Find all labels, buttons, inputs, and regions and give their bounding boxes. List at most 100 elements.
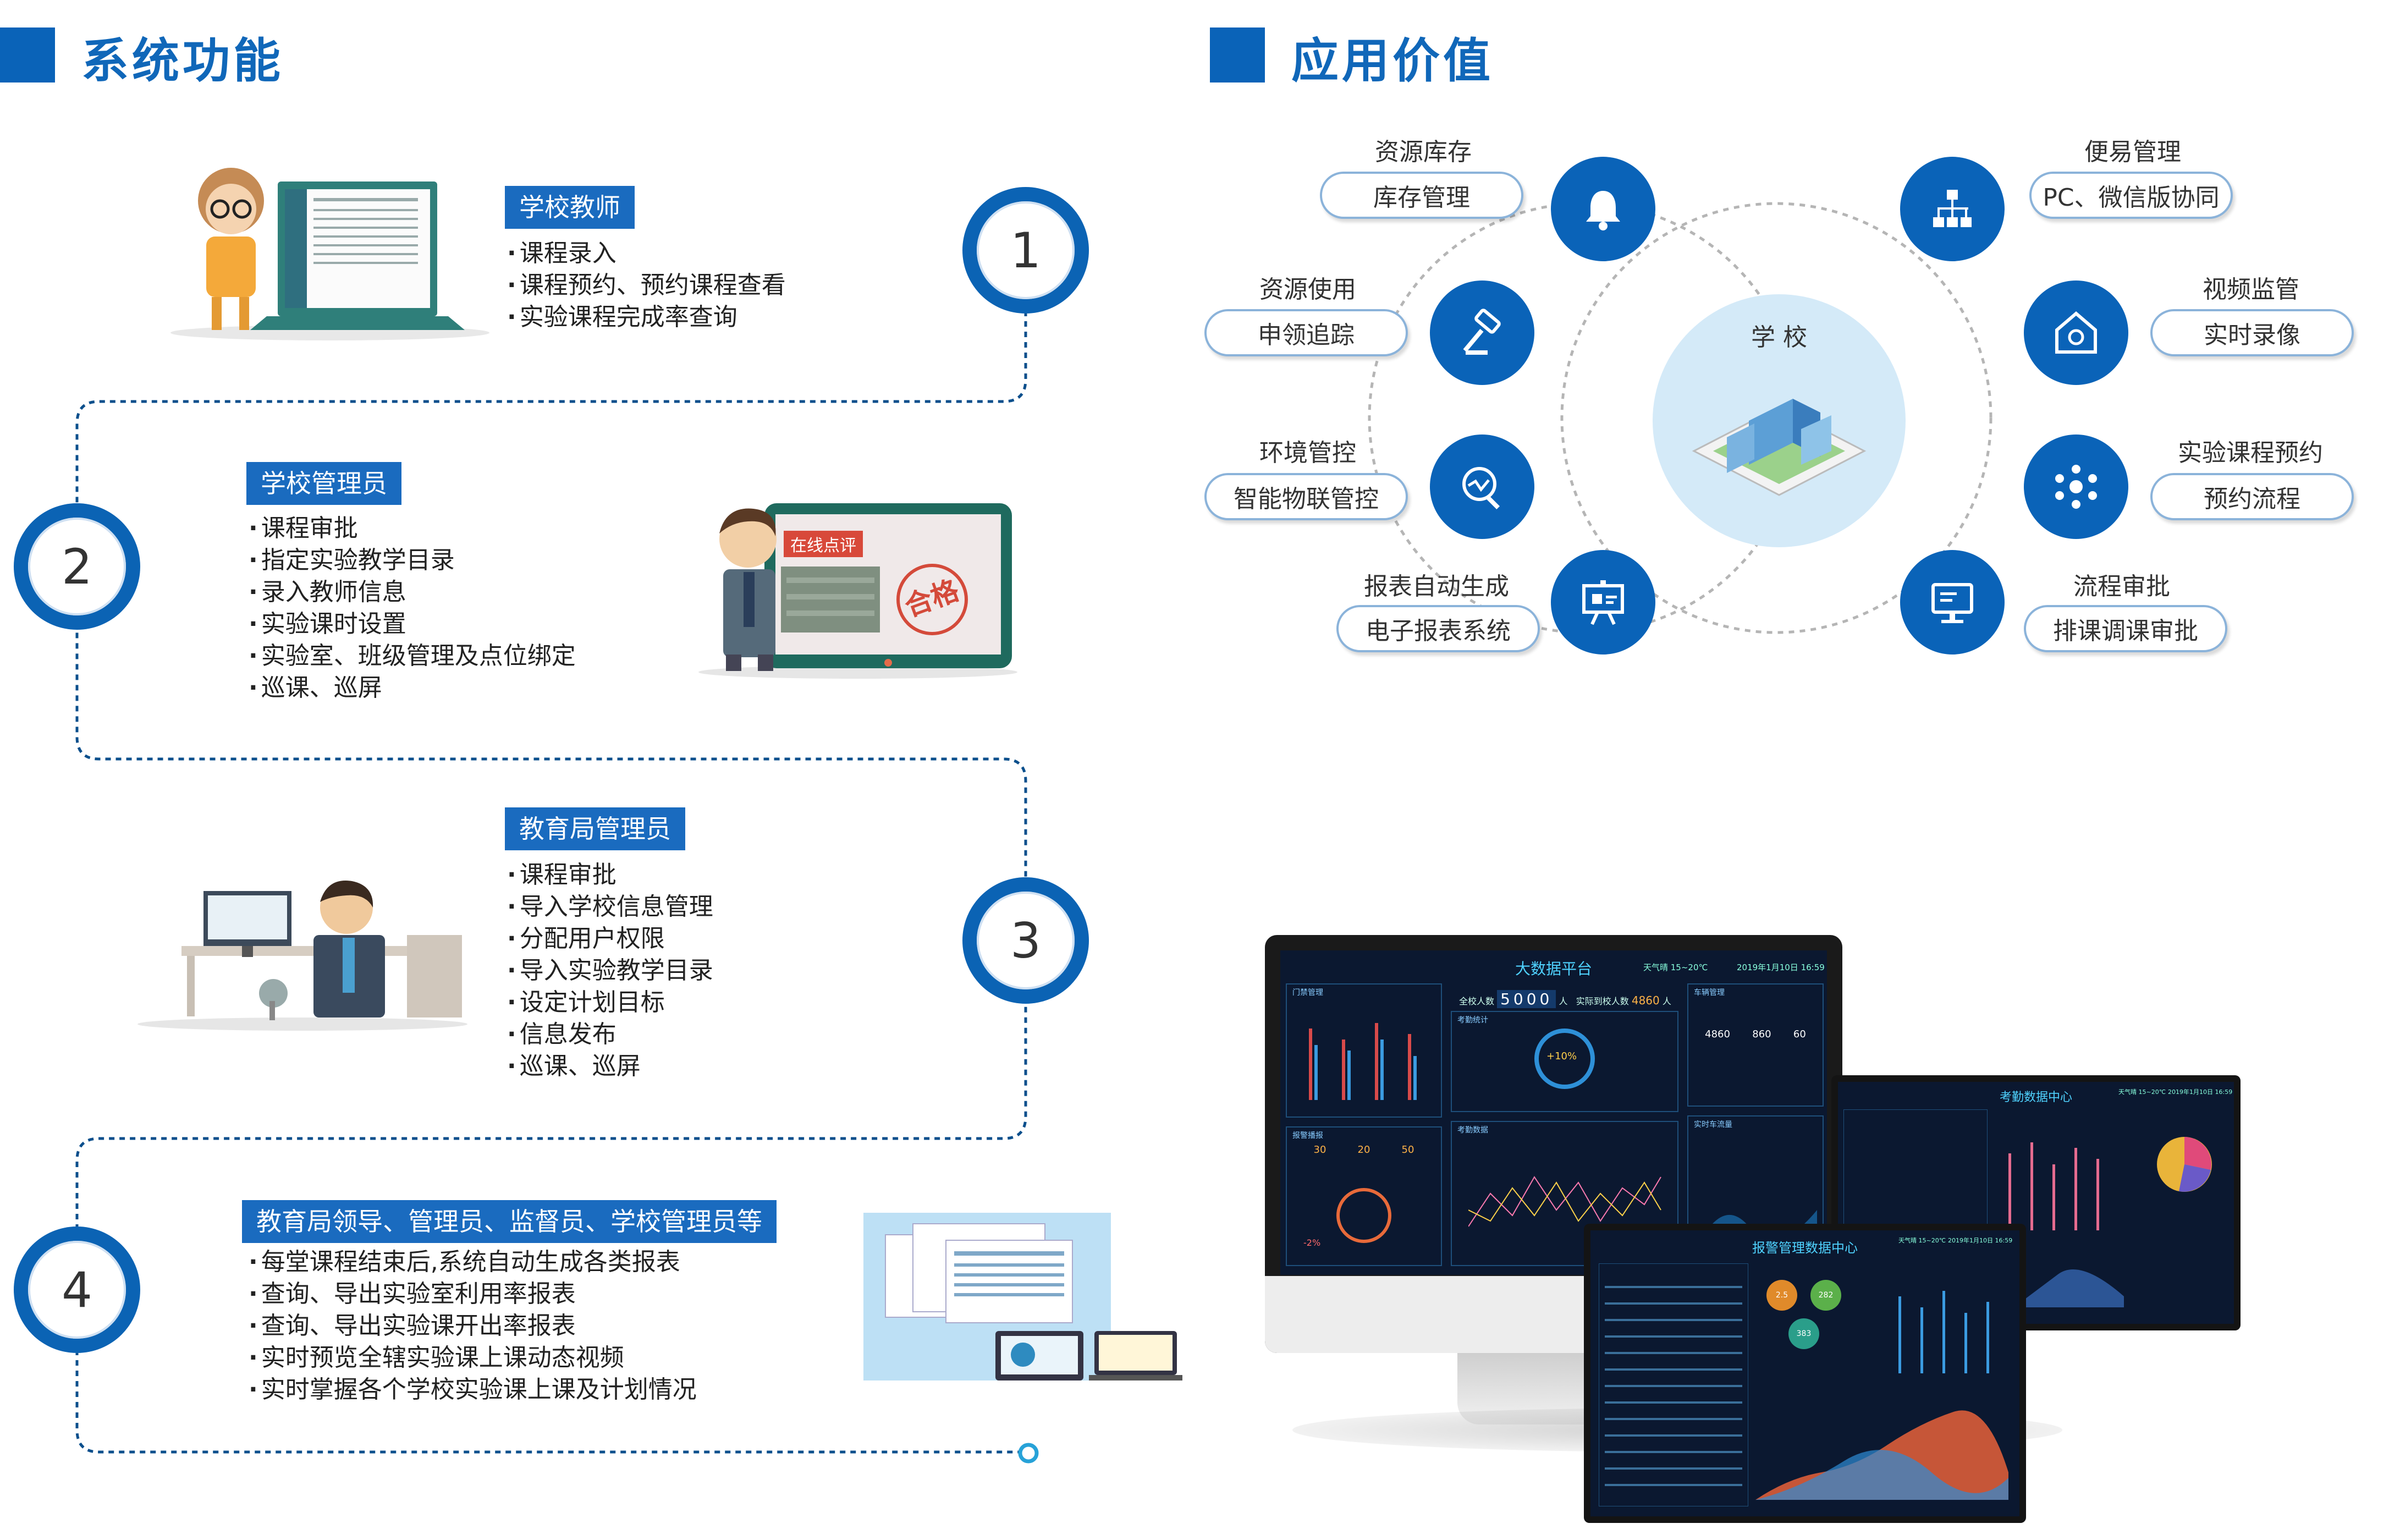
list-item: 分配用户权限 (507, 923, 713, 955)
datetime-text: 2019年1月10日 16:59 (1737, 963, 1825, 972)
weather-text: 天气晴 15~20℃ (1898, 1237, 1946, 1244)
list-item: 导入学校信息管理 (507, 891, 713, 923)
home-camera-icon (2024, 280, 2128, 385)
role-tag-school-admin: 学校管理员 (246, 462, 401, 505)
list-item: 课程审批 (249, 513, 576, 544)
datetime-text: 2019年1月10日 16:59 (1948, 1237, 2013, 1244)
list-item: 导入实验教学目录 (507, 955, 713, 987)
alarm-bubble: 2.5 (1766, 1280, 1797, 1311)
alarm-bubble: 282 (1810, 1280, 1841, 1311)
list-item: 指定实验教学目录 (249, 544, 576, 576)
panel-title: 报警播报 (1292, 1131, 1323, 1140)
list-item: 实时掌握各个学校实验课上课及计划情况 (249, 1374, 697, 1406)
role-tag-teacher: 学校教师 (505, 186, 635, 229)
panel-title: 车辆管理 (1694, 988, 1725, 997)
node-label-resource-use: 资源使用 (1259, 276, 1356, 304)
panel-attendance-stats: 考勤统计 +10% (1451, 1011, 1678, 1112)
dashboard-title: 报警管理数据中心 (1752, 1240, 1858, 1256)
list-item: 查询、导出实验课开出率报表 (249, 1310, 697, 1342)
panel-alarm: 报警播报 30 20 50 -2% (1286, 1126, 1442, 1266)
network-icon (2024, 435, 2128, 539)
role-list-teacher: 课程录入 课程预约、预约课程查看 实验课程完成率查询 (507, 238, 786, 333)
section-title-left: 系统功能 (81, 34, 284, 89)
section-marker-right (1210, 28, 1265, 82)
alarm-stat: 30 (1313, 1144, 1326, 1156)
section-title-right: 应用价值 (1291, 34, 1494, 89)
dashboard-title: 大数据平台 (1515, 960, 1592, 978)
school-building-icon (1692, 399, 1867, 496)
node-pill-video: 实时录像 (2150, 309, 2354, 356)
role-list-leaders: 每堂课程结束后,系统自动生成各类报表 查询、导出实验室利用率报表 查询、导出实验… (249, 1246, 697, 1406)
panel-attendance-data: 考勤数据 (1451, 1121, 1678, 1266)
list-item: 巡课、巡屏 (249, 672, 576, 704)
list-item: 每堂课程结束后,系统自动生成各类报表 (249, 1246, 697, 1278)
dashboard-title: 考勤数据中心 (1999, 1091, 2072, 1104)
node-pill-resource-use: 申领追踪 (1204, 309, 1408, 356)
list-item: 巡课、巡屏 (507, 1050, 713, 1082)
role-list-school-admin: 课程审批 指定实验教学目录 录入教师信息 实验课时设置 实验室、班级管理及点位绑… (249, 513, 576, 704)
alarm-stat: 50 (1401, 1144, 1414, 1156)
node-pill-reports: 电子报表系统 (1336, 605, 1540, 652)
role-list-education-admin: 课程审批 导入学校信息管理 分配用户权限 导入实验教学目录 设定计划目标 信息发… (507, 859, 713, 1082)
alarm-stat: 20 (1357, 1144, 1370, 1156)
node-pill-inventory: 库存管理 (1320, 172, 1523, 219)
list-item: 信息发布 (507, 1019, 713, 1050)
node-pill-approval: 排课调课审批 (2024, 605, 2227, 652)
alarm-dashboard-screen: 报警管理数据中心 天气晴 15~20℃ 2019年1月10日 16:59 2.5… (1584, 1224, 2026, 1523)
monitor-icon (1900, 550, 2005, 654)
school-center-label: 学 校 (1751, 323, 1807, 351)
list-item: 课程审批 (507, 859, 713, 891)
flow-path (75, 258, 1039, 1464)
flow-end-dot (1018, 1443, 1039, 1464)
list-item: 设定计划目标 (507, 987, 713, 1019)
car-stat: 4860 (1705, 1028, 1730, 1040)
node-pill-booking: 预约流程 (2150, 473, 2354, 520)
percent-note: -2% (1303, 1238, 1321, 1248)
list-item: 实验课时设置 (249, 608, 576, 640)
weather-text: 天气晴 15~20℃ (2118, 1088, 2166, 1096)
node-label-easy-manage: 便易管理 (2084, 138, 2181, 166)
role-tag-education-admin: 教育局管理员 (505, 807, 685, 850)
datetime-text: 2019年1月10日 16:59 (2168, 1088, 2233, 1096)
node-label-approval: 流程审批 (2073, 573, 2170, 601)
actual-value: 4860 (1631, 994, 1660, 1007)
list-item: 课程预约、预约课程查看 (507, 270, 786, 301)
step-number-1: 1 (962, 187, 1089, 314)
list-item: 查询、导出实验室利用率报表 (249, 1278, 697, 1310)
panel-vehicles: 车辆管理 4860 860 60 (1687, 983, 1824, 1107)
total-label: 全校人数 (1459, 996, 1495, 1007)
node-label-video: 视频监管 (2203, 276, 2299, 304)
total-value: 5000 (1497, 990, 1556, 1008)
node-pill-easy-manage: PC、微信版协同 (2029, 172, 2233, 219)
school-admin-illustration: 合格 在线点评 (693, 495, 1017, 682)
section-marker-left (0, 28, 55, 82)
actual-label: 实际到校人数 (1576, 996, 1629, 1007)
panel-title: 门禁管理 (1292, 988, 1323, 997)
gauge-text: +10% (1546, 1050, 1577, 1062)
weather-text: 天气晴 15~20℃ (1643, 963, 1708, 972)
node-label-environment: 环境管控 (1259, 439, 1356, 467)
list-item: 课程录入 (507, 238, 786, 270)
list-item: 实时预览全辖实验课上课动态视频 (249, 1342, 697, 1374)
actual-unit: 人 (1662, 996, 1671, 1007)
presentation-icon (1551, 550, 1655, 654)
panel-access: 门禁管理 (1286, 983, 1442, 1118)
car-stat: 860 (1752, 1028, 1771, 1040)
panel-title: 实时车流量 (1694, 1120, 1732, 1129)
total-unit: 人 (1559, 996, 1568, 1007)
list-item: 实验室、班级管理及点位绑定 (249, 640, 576, 672)
org-chart-icon (1900, 157, 2005, 261)
school-center: 学 校 (1653, 294, 1906, 547)
panel-title: 考勤数据 (1457, 1126, 1488, 1135)
node-label-booking: 实验课程预约 (2178, 439, 2323, 467)
car-stat: 60 (1793, 1028, 1806, 1040)
main-dashboard-screen: 大数据平台 天气晴 15~20℃ 2019年1月10日 16:59 全校人数 5… (1280, 950, 1827, 1275)
node-pill-environment: 智能物联管控 (1204, 473, 1408, 520)
alarm-bubble: 383 (1788, 1318, 1819, 1349)
reports-illustration (863, 1213, 1193, 1383)
education-admin-illustration (132, 875, 473, 1034)
step-number-4: 4 (14, 1226, 140, 1353)
screen-caption-tag: 在线点评 (784, 531, 863, 557)
list-item: 实验课程完成率查询 (507, 301, 786, 333)
teacher-illustration (165, 165, 495, 346)
